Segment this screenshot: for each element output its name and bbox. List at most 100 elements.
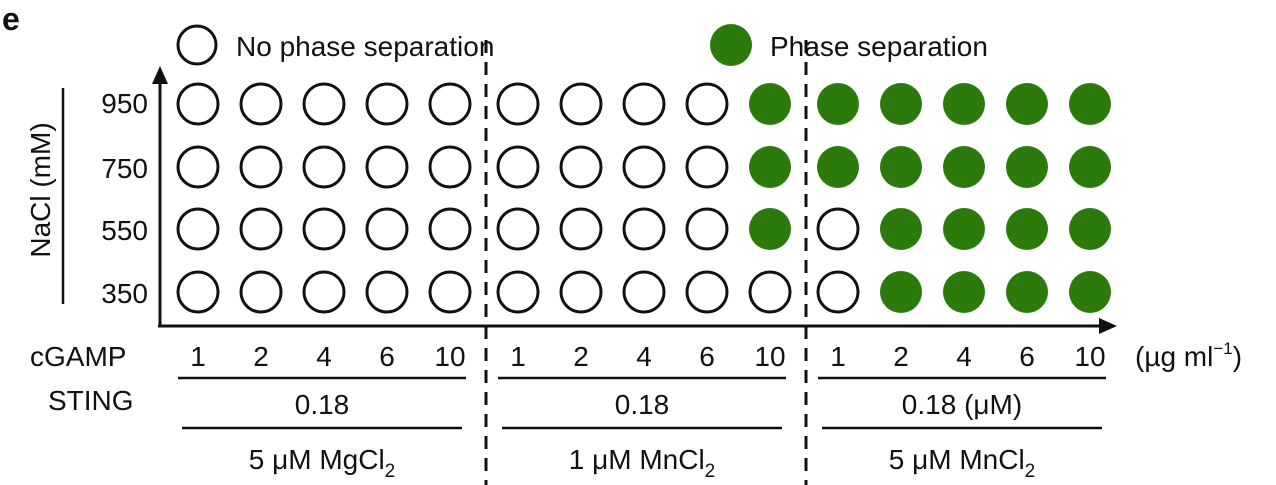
dot-phase-separation	[880, 271, 922, 313]
sting-value: 0.18	[295, 389, 350, 420]
x-tick-label: 1	[830, 341, 846, 372]
x-tick-label: 2	[893, 341, 909, 372]
y-tick-label: 350	[101, 278, 148, 309]
sting-value: 0.18	[615, 389, 670, 420]
dot-phase-separation	[749, 83, 791, 125]
dot-no-phase-separation	[685, 270, 729, 314]
x-tick-label: 6	[1019, 341, 1035, 372]
x-axis-arrowhead	[1099, 318, 1117, 334]
dot-no-phase-separation	[559, 270, 603, 314]
dot-no-phase-separation	[816, 270, 860, 314]
dot-no-phase-separation	[176, 207, 220, 251]
dot-matrix	[176, 82, 1111, 314]
dot-phase-separation	[1069, 271, 1111, 313]
dot-no-phase-separation	[176, 82, 220, 126]
x-tick-label: 4	[316, 341, 332, 372]
dot-no-phase-separation	[428, 82, 472, 126]
dot-no-phase-separation	[496, 82, 540, 126]
dot-phase-separation	[1069, 208, 1111, 250]
dot-no-phase-separation	[176, 270, 220, 314]
dot-phase-separation	[1069, 83, 1111, 125]
dot-no-phase-separation	[622, 270, 666, 314]
dot-phase-separation	[1006, 146, 1048, 188]
sting-value: 0.18 (μM)	[902, 389, 1022, 420]
legend-open-label: No phase separation	[236, 31, 494, 62]
dot-no-phase-separation	[365, 270, 409, 314]
dot-phase-separation	[1069, 146, 1111, 188]
panel-letter: e	[2, 1, 20, 37]
x-unit-close: )	[1233, 341, 1242, 372]
dot-phase-separation	[817, 83, 859, 125]
dot-no-phase-separation	[239, 82, 283, 126]
dot-no-phase-separation	[496, 270, 540, 314]
dot-phase-separation	[1006, 271, 1048, 313]
y-tick-labels: 950 750 550 350	[101, 88, 148, 309]
x-tick-label: 2	[573, 341, 589, 372]
dot-no-phase-separation	[816, 207, 860, 251]
dot-phase-separation	[943, 83, 985, 125]
dot-phase-separation	[943, 146, 985, 188]
dot-no-phase-separation	[239, 207, 283, 251]
dot-no-phase-separation	[428, 145, 472, 189]
dot-no-phase-separation	[559, 82, 603, 126]
dot-phase-separation	[943, 271, 985, 313]
x-row-label-cgamp: cGAMP	[30, 341, 126, 372]
y-tick-label: 950	[101, 88, 148, 119]
x-unit-main: (µg ml	[1135, 341, 1213, 372]
salt-condition: 5 μM MgCl2	[249, 444, 396, 482]
dot-phase-separation	[749, 208, 791, 250]
x-tick-label: 1	[510, 341, 526, 372]
legend: No phase separation Phase separation	[176, 24, 988, 66]
salt-condition: 5 μM MnCl2	[889, 444, 1036, 482]
dot-no-phase-separation	[496, 207, 540, 251]
x-tick-label: 4	[636, 341, 652, 372]
dot-no-phase-separation	[365, 145, 409, 189]
dot-no-phase-separation	[365, 207, 409, 251]
dot-no-phase-separation	[239, 145, 283, 189]
dot-phase-separation	[817, 146, 859, 188]
x-unit: (µg ml−1)	[1135, 339, 1242, 372]
dot-no-phase-separation	[428, 207, 472, 251]
dot-no-phase-separation	[685, 207, 729, 251]
x-tick-label: 6	[379, 341, 395, 372]
y-axis-title: NaCl (mM)	[25, 122, 56, 257]
dot-no-phase-separation	[685, 145, 729, 189]
dot-no-phase-separation	[622, 207, 666, 251]
dot-phase-separation	[880, 146, 922, 188]
x-tick-label: 1	[190, 341, 206, 372]
axes	[152, 66, 1117, 334]
dot-no-phase-separation	[685, 82, 729, 126]
dot-no-phase-separation	[302, 270, 346, 314]
dot-no-phase-separation	[302, 82, 346, 126]
x-tick-label: 10	[1074, 341, 1105, 372]
x-tick-label: 6	[699, 341, 715, 372]
sting-row-label: STING	[48, 385, 134, 416]
group-dividers	[484, 40, 808, 485]
group-annotations: 0.18 5 μM MgCl2 0.18 1 μM MnCl2 0.18 (μM) 5 μ…	[178, 376, 1106, 482]
dot-no-phase-separation	[559, 207, 603, 251]
dot-no-phase-separation	[176, 145, 220, 189]
x-tick-label: 10	[754, 341, 785, 372]
dot-no-phase-separation	[496, 145, 540, 189]
dot-phase-separation	[1006, 208, 1048, 250]
dot-no-phase-separation	[365, 82, 409, 126]
dot-no-phase-separation	[302, 145, 346, 189]
legend-filled-marker	[710, 24, 752, 66]
x-tick-label: 4	[956, 341, 972, 372]
dot-phase-separation	[943, 208, 985, 250]
y-tick-label: 550	[101, 215, 148, 246]
y-axis-title-group: NaCl (mM)	[25, 88, 65, 304]
x-tick-label: 10	[434, 341, 465, 372]
legend-open-marker	[176, 24, 218, 66]
dot-phase-separation	[880, 83, 922, 125]
y-axis-arrowhead	[152, 66, 168, 84]
dot-no-phase-separation	[302, 207, 346, 251]
dot-no-phase-separation	[748, 270, 792, 314]
x-unit-superscript: −1	[1213, 339, 1232, 358]
salt-condition: 1 μM MnCl2	[569, 444, 716, 482]
dot-no-phase-separation	[239, 270, 283, 314]
dot-phase-separation	[1006, 83, 1048, 125]
y-tick-label: 750	[101, 153, 148, 184]
